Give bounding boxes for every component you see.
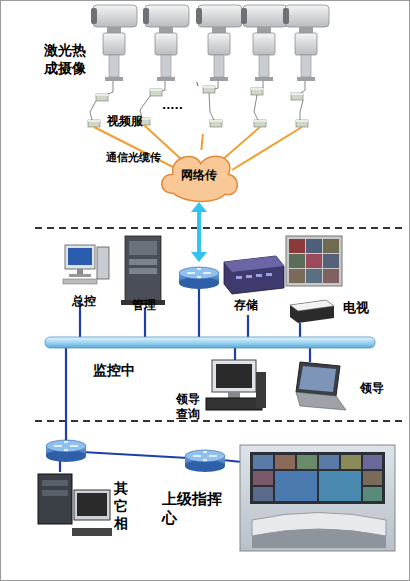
node-label: 领导	[360, 381, 392, 396]
node-label: 存储	[234, 298, 274, 313]
node-label: 电视	[343, 300, 376, 316]
management-server: 管理	[118, 232, 170, 312]
fibre-cable	[201, 134, 202, 150]
node-label: 总控	[72, 294, 112, 309]
node-label: 视频服	[107, 114, 157, 129]
network-cloud: 网络传	[158, 150, 240, 204]
node-label: 激光热 成摄像	[44, 42, 94, 77]
edge-label: 通信光缆传	[106, 150, 161, 165]
leader-query-computer: 领导 查询	[172, 355, 264, 427]
video-encoder-group: 视频服	[85, 86, 325, 134]
node-label: 网络传	[158, 168, 240, 183]
node-label: 管理	[132, 298, 172, 313]
node-label: 其 它 相	[114, 480, 132, 533]
tv-decoder: 电视	[284, 295, 376, 325]
camera-group: 激光热 成摄像	[40, 2, 330, 82]
command-centre: 上级指挥 心	[160, 488, 238, 530]
console-computer: 总控	[60, 240, 112, 310]
camera-cable	[197, 82, 198, 86]
ellipsis-mark: .....	[162, 99, 183, 112]
leader-laptop: 领导	[292, 357, 392, 413]
storage-device: 存储	[220, 252, 286, 314]
node-label: 领导 查询	[176, 392, 206, 422]
section-label: 监控中	[93, 362, 135, 380]
node-label: 上级指挥 心	[162, 490, 232, 528]
other-computer: 其 它 相	[30, 468, 136, 548]
